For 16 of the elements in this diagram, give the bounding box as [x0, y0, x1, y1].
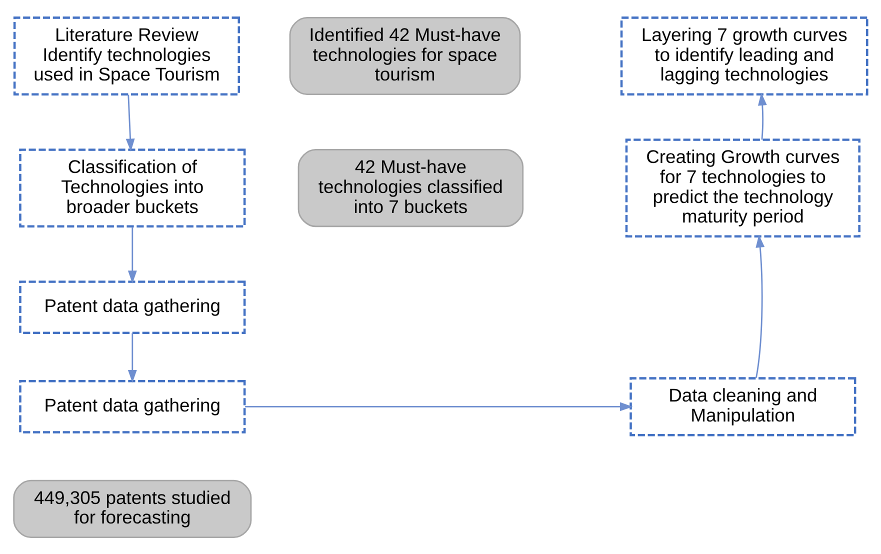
node-box: Layering 7 growth curves to identify leading and lagging technologies: [620, 16, 868, 95]
arrow: [126, 94, 135, 151]
arrow: [756, 234, 765, 378]
node-box: 42 Must-have technologies classified into 7 buckets: [298, 148, 524, 227]
node-box: Patent data gathering: [19, 380, 246, 433]
node-box: Classification of Technologies into broader buckets: [19, 148, 246, 228]
arrow: [128, 332, 137, 382]
node-box: Literature Review Identify technologies used in Space Tourism: [13, 16, 240, 95]
arrow: [245, 402, 633, 411]
node-box: 449,305 patents studied for forecasting: [13, 479, 252, 538]
node-box: Data cleaning and Manipulation: [630, 376, 856, 436]
arrow: [758, 92, 767, 140]
arrow: [128, 226, 137, 283]
node-box: Identified 42 Must-have technologies for space tourism: [289, 16, 521, 95]
node-box: Creating Growth curves for 7 technologies to predict the technology maturity period: [625, 138, 860, 237]
node-box: Patent data gathering: [19, 280, 246, 334]
